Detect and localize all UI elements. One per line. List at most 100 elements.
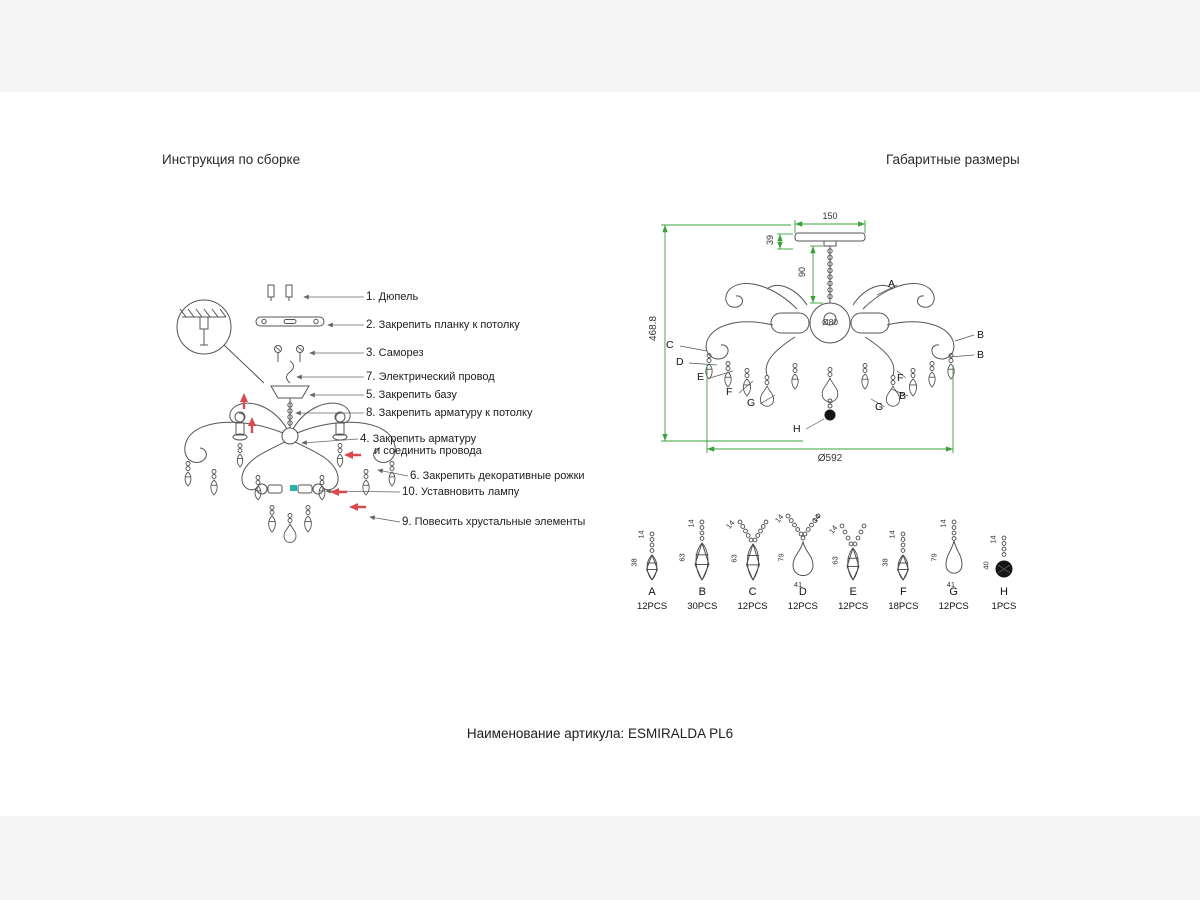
crystal-part-icon-H [981,500,1027,587]
part-count: 12PCS [938,601,969,612]
crystal-strands-front [705,353,955,407]
assembly-step-7: 7. Электрический провод [366,371,495,383]
part-dimension: 40 [981,561,991,570]
dimension-callout-E: E [697,371,705,383]
part-dimension: 14 [938,519,948,528]
assembly-step-6: 6. Закрепить декоративные рожки [410,470,585,482]
dimension-callout-C: C [666,339,674,351]
dimension-callout-A: A [888,278,896,290]
part-count: 30PCS [687,601,718,612]
part-dimension: 79 [776,553,786,562]
step-number: 6. [410,470,420,482]
crystal-strands [184,443,396,543]
assembly-line-art [176,284,409,543]
part-letter: G [949,586,958,598]
dimension-callout-G: G [875,401,884,413]
step-number: 4. [360,433,370,445]
letterbox-bottom [0,816,1200,900]
part-count: 12PCS [737,601,768,612]
step-label: Дюпель [375,291,419,303]
assembly-section-title: Инструкция по сборке [162,152,301,167]
part-dimension: 14 [686,519,696,528]
part-dimension: 41 [793,580,803,589]
dimension-callout-H: H [793,423,801,435]
part-letter: F [900,586,907,598]
step-number: 9. [402,516,412,528]
step-label-line2: и соединить провода [374,445,482,457]
assembly-step-10: 10. Уставновить лампу [402,486,519,498]
part-count: 1PCS [991,601,1017,612]
dimension-callout-B: B [899,390,907,402]
step-label: Закрепить декоративные рожки [419,470,585,482]
step-label: Закрепить базу [375,389,457,401]
bottom-ball [824,398,836,421]
dimension-callout-B: B [977,329,985,341]
crystal-part-icon-B [679,500,725,587]
step-label: Повесить хрустальные элементы [411,516,586,528]
step-label: Электрический провод [375,371,495,383]
crystal-part-icon-F [880,500,926,587]
step-label: Уставновить лампу [418,486,520,498]
assembly-step-3: 3. Саморез [366,347,424,359]
dimension-callout-D: D [676,356,684,368]
part-letter: A [648,586,656,598]
step-number: 3. [366,347,376,359]
dim-canopy-height: 39 [765,234,776,246]
assembly-step-9: 9. Повесить хрустальные элементы [402,516,585,528]
callout-leaders [679,284,975,430]
step-number: 2. [366,319,376,331]
dimension-lines [661,220,954,453]
article-name: Наименование артикула: ESMIRALDA PL6 [466,726,734,741]
part-dimension: 14 [888,530,898,539]
step-label: Саморез [375,347,424,359]
assembly-diagram: 1. Дюпель 2. Закрепить планку к потолку 3.… [140,265,620,595]
crystal-part-icon-C [730,500,776,587]
chandelier-front-view [705,232,955,376]
part-dimension: 79 [929,553,939,562]
assembly-step-2: 2. Закрепить планку к потолку [366,319,520,331]
dimension-callout-F: F [726,386,733,398]
step-label: Закрепить арматуру [369,433,477,445]
assembly-step-5: 5. Закрепить базу [366,389,457,401]
crystal-part-icon-G [931,500,977,587]
part-dimension: 63 [677,553,687,562]
dim-stem-length: 90 [797,266,808,278]
assembly-step-1: 1. Дюпель [366,291,418,303]
step-label: Закрепить планку к потолку [375,319,520,331]
dim-overall-diameter: Ø592 [817,453,843,464]
dim-top-width: 150 [822,211,838,221]
dimension-callout-B: B [977,349,985,361]
step-number: 7. [366,371,376,383]
dimension-callout-G: G [747,397,756,409]
part-letter: D [798,586,807,598]
crystal-part-icon-D [780,500,826,587]
step-number: 10. [402,486,418,498]
crystal-part-icon-A [629,500,675,587]
part-count: 12PCS [636,601,668,612]
part-count: 12PCS [787,601,818,612]
terminal-block [290,485,297,491]
step-label: Закрепить арматуру к потолку [375,407,533,419]
part-dimension: 14 [988,535,998,544]
part-dimension: 41 [946,580,956,589]
part-count: 18PCS [888,601,919,612]
dimensions-line-art [661,220,975,453]
dim-center-diameter: Ø80 [821,317,839,327]
part-dimension: 38 [881,558,891,567]
crystal-part-icon-E [830,500,876,587]
part-letter: E [849,586,857,598]
assembly-step-8: 8. Закрепить арматуру к потолку [366,407,533,419]
part-letter: B [698,586,706,598]
part-dimension: 38 [629,558,639,567]
step-number: 5. [366,389,376,401]
